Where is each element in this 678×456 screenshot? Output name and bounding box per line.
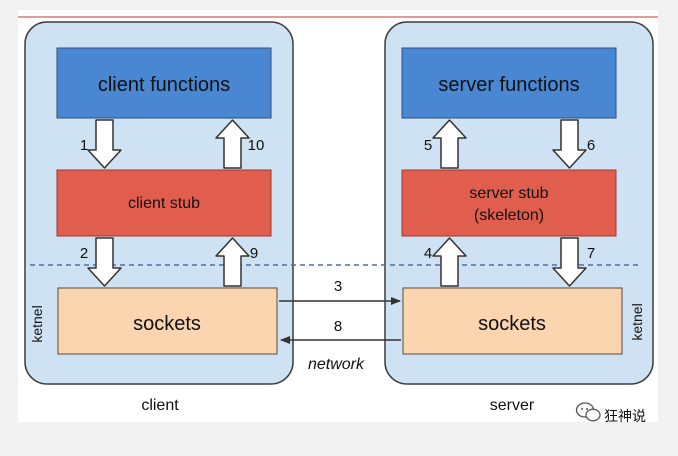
step-label-5: 5 (424, 137, 432, 154)
step-label-10: 10 (248, 137, 265, 154)
network-label: network (308, 356, 365, 373)
client-caption: client (141, 397, 179, 414)
step-label-6: 6 (587, 137, 595, 154)
server-stub-box (401, 169, 617, 237)
step-label-7: 7 (587, 245, 595, 262)
server-functions-label: server functions (438, 74, 579, 96)
client-kernel-label: ketnel (29, 305, 45, 342)
server-caption: server (490, 397, 535, 414)
arrow-step-9 (215, 237, 250, 287)
client-stub-label: client stub (128, 195, 200, 212)
server-stub-label-line2: (skeleton) (474, 207, 544, 224)
client-functions-box (56, 47, 272, 119)
arrow-step-4 (432, 237, 467, 287)
arrow-step-10 (215, 119, 250, 169)
server-sockets-label: sockets (478, 313, 546, 335)
client-stub-box (56, 169, 272, 237)
arrow-step-7 (552, 237, 587, 287)
server-functions-box (401, 47, 617, 119)
arrow-step-6 (552, 119, 587, 169)
server-stub-label-line1: server stub (469, 185, 548, 202)
wechat-bubble-icon (575, 402, 601, 422)
client-sockets-label: sockets (133, 313, 201, 335)
arrow-step-5 (432, 119, 467, 169)
arrow-step-1 (87, 119, 122, 169)
step-label-8: 8 (334, 318, 342, 335)
client-sockets-box (57, 287, 278, 355)
step-label-3: 3 (334, 278, 342, 295)
arrow-step-2 (87, 237, 122, 287)
step-label-1: 1 (80, 137, 88, 154)
server-kernel-label: ketnel (629, 303, 645, 340)
watermark-text: 狂神说 (604, 408, 646, 424)
step-label-4: 4 (424, 245, 432, 262)
server-sockets-box (402, 287, 623, 355)
step-label-9: 9 (250, 245, 258, 262)
step-label-2: 2 (80, 245, 88, 262)
client-functions-label: client functions (98, 74, 230, 96)
